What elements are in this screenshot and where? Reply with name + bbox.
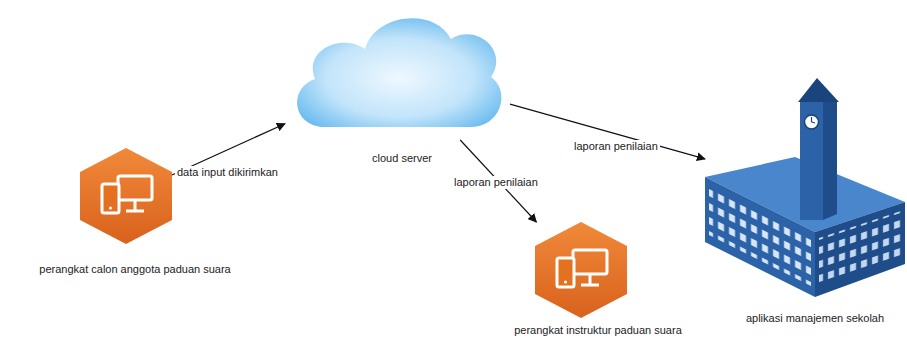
device-node: perangkat calon anggota paduan suara [80,148,172,244]
edge-label: laporan penilaian [452,176,540,189]
node-label: perangkat instruktur paduan suara [514,324,682,337]
device-node: perangkat instruktur paduan suara [535,222,627,318]
device-icon [80,148,172,244]
edge-label: laporan penilaian [572,140,660,153]
school-building [705,72,905,302]
cloud-node: cloud server [285,5,510,140]
connector-arrow [510,104,705,159]
device-icon [535,222,627,318]
node-label: cloud server [372,152,432,165]
node-label: perangkat calon anggota paduan suara [39,263,230,276]
node-label: aplikasi manajemen sekolah [746,312,884,325]
edge-label: data input dikirimkan [175,166,280,179]
cloud-shape [285,5,510,140]
school-node: aplikasi manajemen sekolah [705,72,905,302]
